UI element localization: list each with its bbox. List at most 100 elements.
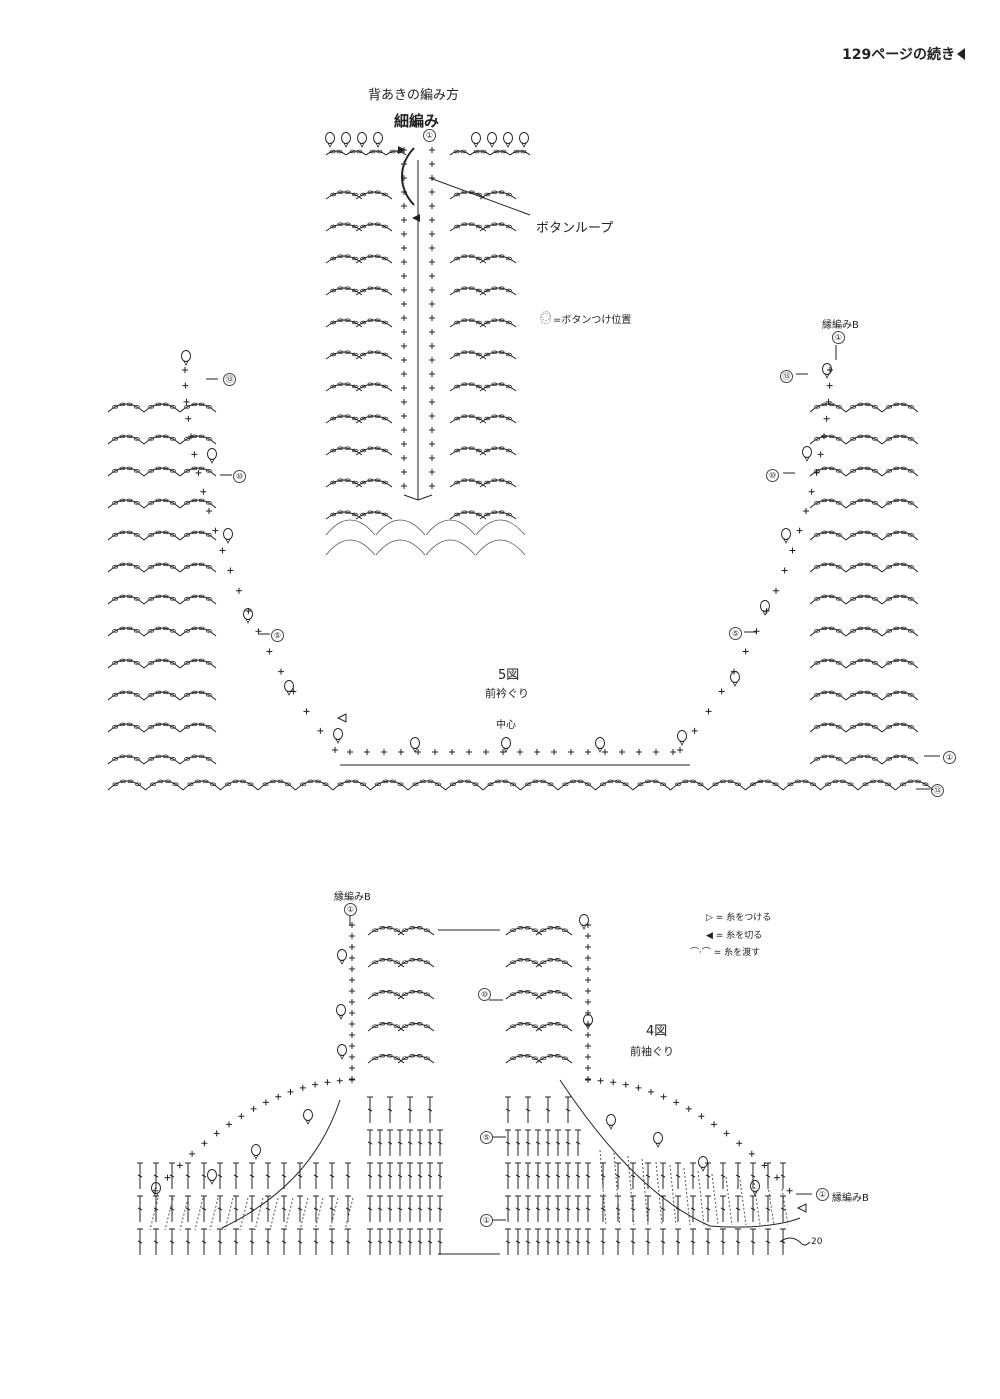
chain-stitch (484, 224, 491, 229)
chain-stitch (374, 414, 381, 419)
chain-stitch (423, 928, 430, 932)
armhole-left-curve-sc (213, 1130, 220, 1137)
neckline-single-crochet (449, 749, 455, 755)
chain-stitch (498, 286, 505, 291)
chain-stitch (835, 405, 842, 409)
armhole-left-curve-sc (262, 1099, 269, 1106)
chain-arc (107, 627, 145, 637)
left-neckline-edge-sc (278, 668, 284, 675)
double-crochet-bar (249, 1207, 255, 1211)
chain-stitch (907, 629, 914, 633)
back-opening-single-crochet (401, 455, 407, 461)
back-opening-v (417, 494, 433, 501)
chain-stitch (900, 782, 906, 786)
double-crochet-bar (437, 1240, 443, 1244)
chain-stitch (561, 1024, 568, 1028)
chain-stitch (465, 779, 471, 784)
double-crochet-bar (185, 1207, 191, 1211)
chain-stitch (828, 434, 835, 439)
chain-stitch (423, 1056, 430, 1060)
armhole-left-curve-sc (164, 1174, 171, 1181)
chain-stitch (162, 562, 169, 567)
armhole-right-sc (585, 977, 591, 983)
chain-stitch (517, 1054, 524, 1058)
chain-stitch (475, 256, 482, 261)
back-opening-single-crochet (401, 203, 407, 209)
attach-yarn-icon (796, 1203, 807, 1213)
chain-stitch (498, 190, 505, 195)
chain-stitch (871, 629, 878, 633)
picot-stem (732, 681, 738, 687)
armhole-left-sc (349, 977, 355, 983)
chain-stitch (540, 928, 547, 932)
chain-arc (809, 499, 847, 509)
chain-arc (397, 1055, 435, 1064)
chain-stitch (360, 512, 367, 517)
chain-stitch (184, 661, 191, 665)
picot-mark (583, 1014, 593, 1026)
chain-stitch (372, 960, 379, 964)
chain-stitch (513, 149, 520, 154)
back-opening-single-crochet (429, 245, 435, 251)
chain-stitch (468, 254, 475, 259)
chain-arc (107, 499, 145, 509)
chain-stitch (915, 779, 921, 784)
chain-arc (107, 659, 145, 669)
chain-stitch (835, 693, 842, 697)
chain-stitch (554, 926, 561, 930)
chain-stitch (374, 446, 381, 451)
chain-stitch (416, 1022, 423, 1026)
armhole-left-curve-sc (299, 1084, 306, 1091)
neckline-single-crochet (381, 749, 387, 755)
double-crochet-bar (505, 1240, 511, 1244)
chain-arc (143, 627, 181, 637)
chain-arc (845, 723, 883, 733)
button-position-icon (540, 313, 551, 324)
double-crochet-bar (367, 1240, 373, 1244)
chain-stitch (112, 597, 119, 601)
back-opening-mesh (475, 519, 526, 536)
picot-stem (521, 142, 527, 148)
armhole-right-curve-sc (597, 1077, 604, 1084)
chain-stitch (554, 1054, 561, 1058)
left-neckline-edge-sc (236, 587, 242, 594)
chain-stitch (562, 782, 569, 786)
chain-stitch (491, 254, 498, 259)
chain-stitch (423, 992, 430, 996)
chain-stitch (351, 352, 358, 357)
back-opening-single-crochet (429, 231, 435, 237)
chain-stitch (337, 190, 344, 195)
chain-stitch (374, 382, 381, 387)
chain-stitch (457, 779, 464, 784)
chain-stitch (126, 466, 133, 471)
left-neckline-edge-sc (200, 488, 207, 495)
double-crochet-bar (297, 1240, 303, 1244)
picot-stem (824, 373, 830, 379)
chain-arc (355, 511, 393, 520)
chain-arc (809, 723, 847, 733)
double-crochet-bar (313, 1240, 319, 1244)
chain-stitch (367, 382, 374, 387)
chain-stitch (409, 926, 416, 930)
picot-mark (251, 1144, 261, 1156)
chain-arc (397, 959, 435, 968)
chain-stitch (198, 658, 205, 663)
chain-arc (107, 435, 145, 445)
chain-stitch (802, 779, 809, 784)
chain-stitch (468, 222, 475, 227)
chain-stitch (907, 501, 914, 505)
chain-stitch (493, 149, 500, 154)
chain-stitch (814, 629, 821, 633)
chain-stitch (386, 990, 393, 994)
left-neckline-edge-sc (185, 415, 192, 422)
chain-arc (535, 1023, 573, 1032)
chain-arc (845, 403, 883, 413)
double-crochet-bar (690, 1240, 696, 1244)
chain-arc (143, 467, 181, 477)
double-crochet-bar (217, 1207, 223, 1211)
legend-cut: ◀ = 糸を切る (706, 928, 762, 941)
chain-arc (809, 595, 847, 605)
chain-stitch (381, 256, 388, 261)
chain-stitch (886, 725, 893, 729)
double-crochet-bar (397, 1174, 403, 1178)
